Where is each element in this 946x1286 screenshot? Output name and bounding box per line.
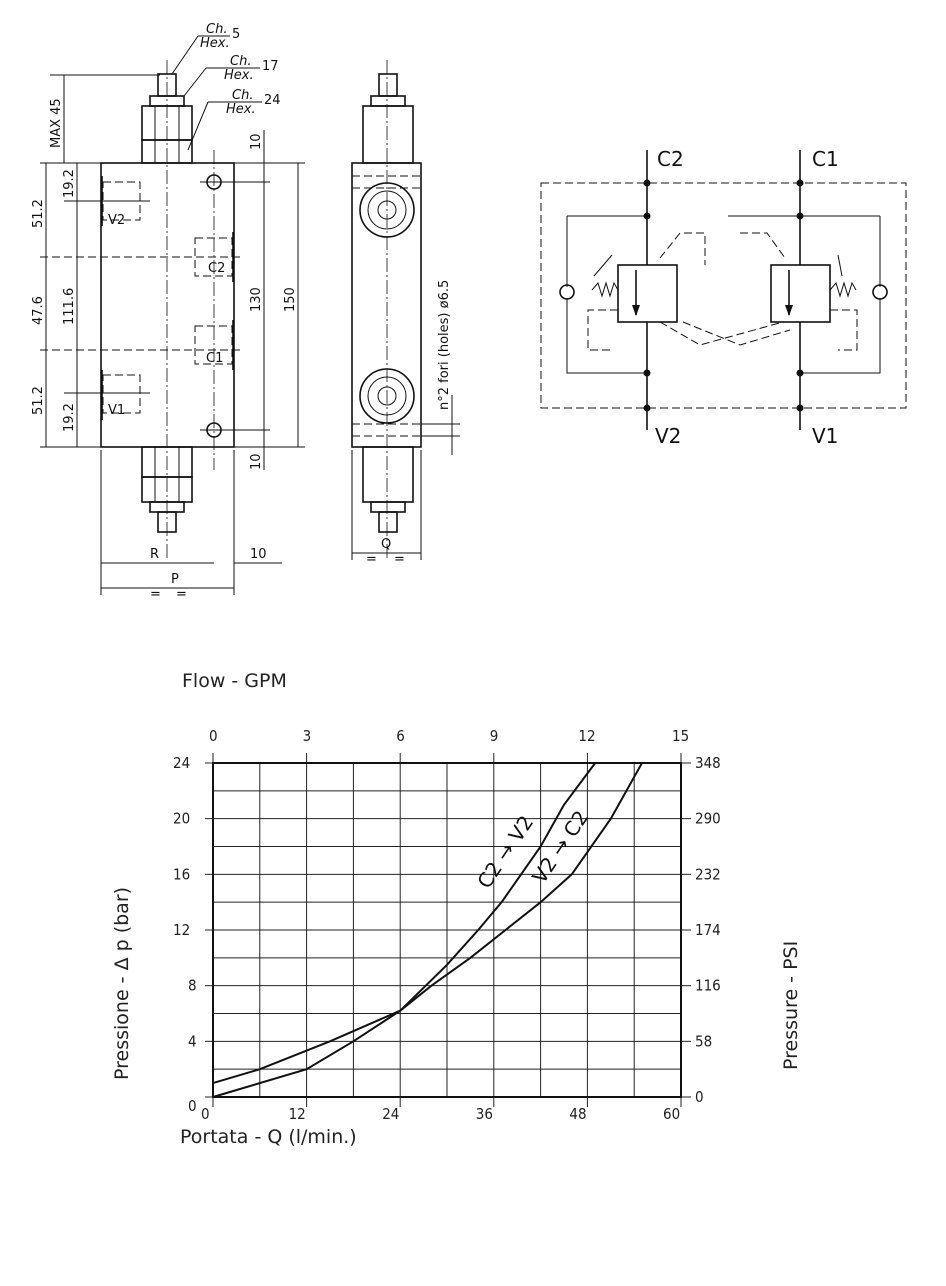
dim-p: P (171, 572, 179, 587)
dim-q: Q (381, 537, 391, 552)
svg-text:Ch.: Ch. (230, 54, 251, 69)
x-tick-label: 0 (201, 1105, 210, 1123)
schematic-port-v2: V2 (655, 424, 681, 448)
dim-r: R (150, 547, 159, 562)
hex-callouts: Ch. Hex. 5 Ch. Hex. 17 Ch. Hex. 24 (171, 22, 281, 151)
right-tick-label: 58 (695, 1032, 712, 1050)
front-view: V2 C2 C1 V1 MAX 45 19.2 51.2 47.6 111.6 … (31, 22, 305, 602)
port-label-v1: V1 (108, 403, 125, 418)
dim-130: 130 (249, 287, 264, 312)
dim-10-top: 10 (249, 133, 264, 150)
svg-text:=: = (394, 552, 405, 567)
right-axis-title: Pressure - PSI (780, 941, 802, 1070)
x-tick-label: 48 (569, 1105, 586, 1123)
right-tick-label: 174 (695, 921, 721, 939)
y-tick-label: 12 (173, 921, 190, 939)
right-tick-label: 290 (695, 810, 721, 828)
top-tick-label: 15 (672, 727, 689, 745)
svg-text:Hex.: Hex. (226, 102, 256, 117)
schematic-port-v1: V1 (812, 424, 838, 448)
top-tick-label: 3 (303, 727, 312, 745)
svg-text:=: = (366, 552, 377, 567)
top-tick-label: 0 (209, 727, 218, 745)
dim-51-2-bottom: 51.2 (31, 386, 46, 415)
hex-size-17: 17 (262, 59, 279, 74)
series-line-c2-to-v2 (212, 762, 597, 1098)
hydraulic-schematic: C2 C1 V2 V1 (540, 147, 907, 448)
port-label-c2: C2 (208, 261, 225, 276)
side-view: n°2 fori (holes) ø6.5 Q = = (351, 60, 460, 567)
series-label-c2-v2: C2 → V2 (472, 811, 538, 893)
dim-150: 150 (283, 287, 298, 312)
valve-symbol-right (770, 264, 831, 323)
port-label-v2: V2 (108, 213, 125, 228)
top-axis-title: Flow - GPM (182, 670, 287, 692)
right-tick-label: 232 (695, 865, 721, 883)
y-axis-title: Pressione - Δ p (bar) (111, 887, 133, 1080)
y-tick-label: 8 (188, 977, 197, 995)
top-tick-label: 9 (490, 727, 499, 745)
valve-symbol-left (617, 264, 678, 323)
x-tick-label: 60 (663, 1105, 680, 1123)
right-tick-label: 0 (695, 1088, 704, 1106)
right-tick-label: 348 (695, 754, 721, 772)
svg-text:Ch.: Ch. (232, 88, 253, 103)
y-tick-label: 16 (173, 865, 190, 883)
port-label-c1: C1 (206, 351, 223, 366)
dim-111-6: 111.6 (62, 288, 77, 325)
x-axis-title: Portata - Q (l/min.) (180, 1126, 357, 1148)
dim-10-width: 10 (250, 547, 267, 562)
hex-size-5: 5 (232, 27, 240, 42)
dim-19-2-top: 19.2 (62, 169, 77, 198)
dim-47-6: 47.6 (31, 296, 46, 325)
dim-10-bottom: 10 (249, 453, 264, 470)
schematic-port-c2: C2 (657, 147, 684, 171)
hex-size-24: 24 (264, 93, 281, 108)
y-tick-label: 20 (173, 810, 190, 828)
svg-text:=: = (176, 587, 187, 602)
x-tick-label: 36 (476, 1105, 493, 1123)
svg-text:Hex.: Hex. (200, 36, 230, 51)
svg-text:Hex.: Hex. (224, 68, 254, 83)
dim-max-45: MAX 45 (49, 98, 64, 148)
y-tick-label: 4 (188, 1032, 197, 1050)
dim-19-2-bottom: 19.2 (62, 403, 77, 432)
svg-text:Ch.: Ch. (206, 22, 227, 37)
right-tick-label: 116 (695, 977, 721, 995)
y-tick-label: 24 (173, 754, 190, 772)
series-line-v2-to-c2 (212, 762, 643, 1085)
top-tick-label: 6 (396, 727, 405, 745)
top-tick-label: 12 (578, 727, 595, 745)
x-tick-label: 24 (382, 1105, 399, 1123)
y-tick-label: 0 (188, 1097, 197, 1115)
svg-text:=: = (150, 587, 161, 602)
x-tick-label: 12 (289, 1105, 306, 1123)
schematic-port-c1: C1 (812, 147, 839, 171)
dim-51-2-top: 51.2 (31, 199, 46, 228)
holes-note: n°2 fori (holes) ø6.5 (437, 280, 452, 410)
